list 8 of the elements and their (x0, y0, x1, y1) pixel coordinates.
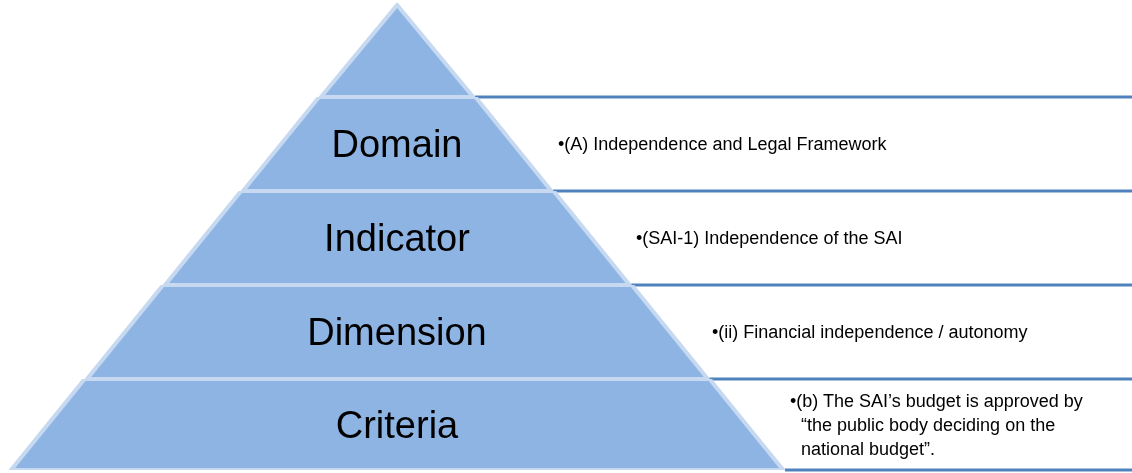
bullet-text: •(SAI-1) Independence of the SAI (636, 227, 904, 250)
bullet-text: •(ii) Financial independence / autonomy (712, 321, 1029, 344)
tier-label: Domain (331, 125, 463, 163)
bullet-text: •(b) The SAI’s budget is approved by “the public body deciding on the national budget”. (790, 389, 1084, 461)
tier-label: Criteria (335, 405, 459, 444)
tier-label: Indicator (324, 219, 470, 257)
tier-label: Dimension (307, 313, 487, 351)
bullet-text: •(A) Independence and Legal Framework (558, 133, 888, 156)
